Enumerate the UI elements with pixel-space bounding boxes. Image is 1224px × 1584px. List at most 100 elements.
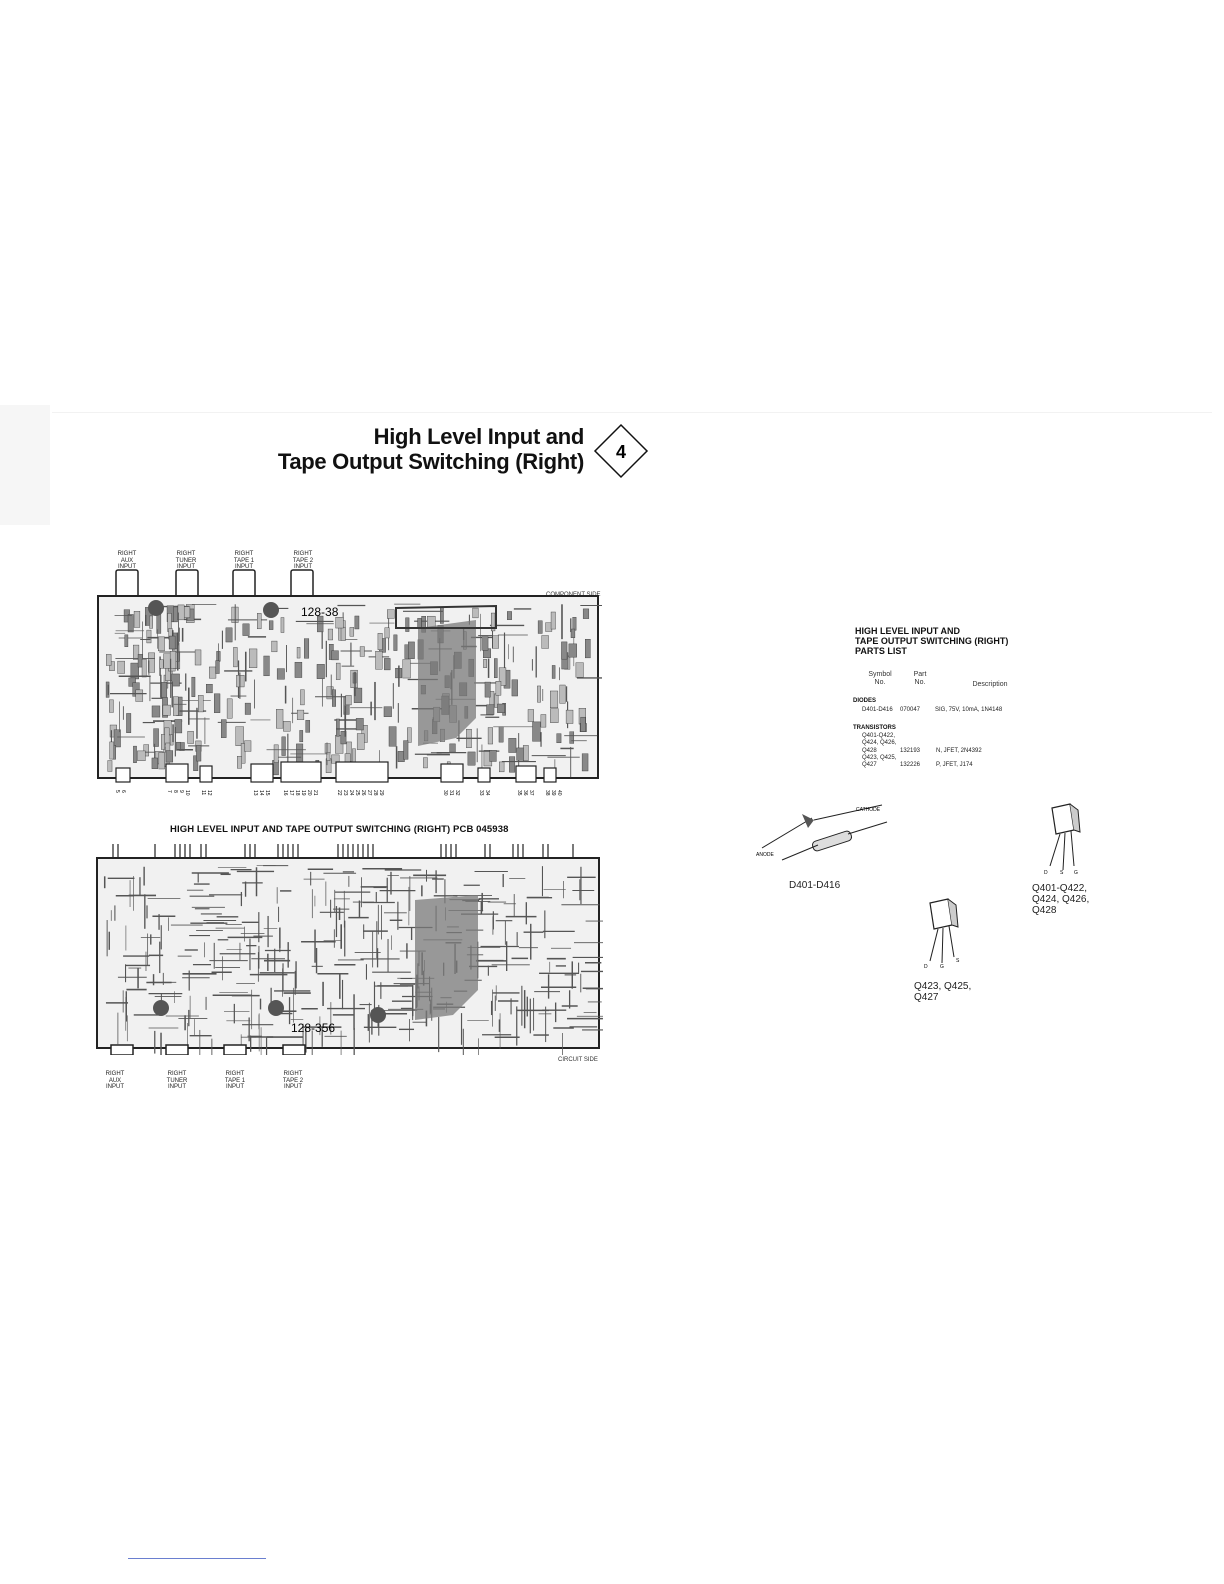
pcb-component: [174, 719, 183, 734]
pcb-component: [194, 649, 202, 666]
switch-modules: [115, 761, 557, 783]
pcb-component: [299, 730, 304, 743]
pcb-component: [449, 743, 456, 753]
pcb-component: [196, 745, 202, 762]
pcb-component: [135, 689, 144, 702]
pin-label: G: [1074, 870, 1078, 875]
pcb-component: [159, 659, 164, 669]
pin-number: 38: [544, 790, 550, 796]
p-jfet-caption: Q423, Q425, Q427: [914, 981, 972, 1003]
pcb-component: [472, 607, 479, 619]
pin-number: 33: [478, 790, 484, 796]
pcb-component: [168, 635, 176, 650]
diode-diagram: CATHODE ANODE: [756, 804, 888, 861]
pcb-component: [283, 721, 291, 732]
pcb-component: [237, 756, 242, 769]
circuit-side-pcb: 128-356: [96, 844, 603, 1055]
pcb-component: [388, 726, 397, 747]
pcb-component: [359, 646, 365, 657]
pcb-component: [345, 695, 352, 706]
pin-number: 5: [114, 790, 120, 793]
pcb-component: [133, 745, 137, 763]
pcb-component: [106, 654, 112, 666]
pcb-component: [133, 644, 140, 660]
pcb-component: [331, 754, 340, 764]
pcb-component: [407, 727, 412, 743]
pcb-component: [498, 726, 504, 743]
pcb-component: [387, 609, 395, 619]
pcb-component: [233, 647, 238, 668]
pcb-component: [516, 747, 524, 761]
circuit-side-label: CIRCUIT SIDE: [558, 1057, 598, 1063]
pcb-component: [158, 636, 165, 652]
pcb-component: [304, 638, 310, 659]
parts-group-diodes: DIODES: [853, 698, 877, 704]
pcb-component: [353, 687, 363, 703]
pin-number: 37: [528, 790, 534, 796]
pin-number: 16: [282, 790, 288, 796]
pcb-component: [107, 760, 113, 772]
pcb-component: [550, 690, 559, 709]
pcb-component: [492, 635, 499, 649]
pcb-component: [225, 627, 233, 643]
pcb-component: [281, 736, 286, 756]
pcb-component: [340, 626, 346, 641]
pcb-component: [148, 652, 155, 673]
pcb-component: [354, 615, 360, 630]
diode-caption: D401-D416: [789, 880, 841, 891]
pcb-component: [326, 752, 331, 761]
underline-mark: [128, 1558, 266, 1559]
pcb-component: [537, 685, 541, 703]
pin-number: 22: [336, 790, 342, 796]
pcb-component: [209, 666, 217, 679]
pcb-component: [117, 660, 125, 674]
pcb-component: [113, 729, 121, 748]
pin-number: 36: [522, 790, 528, 796]
pcb-component: [522, 745, 529, 761]
pcb-component: [335, 662, 341, 680]
pcb-component: [540, 714, 547, 728]
pcb-component: [377, 633, 383, 650]
pcb-component: [165, 750, 174, 763]
pcb-component: [355, 718, 364, 731]
anode-label: ANODE: [756, 852, 774, 858]
pin-number: 17: [288, 790, 294, 796]
pcb-component: [235, 726, 244, 746]
pcb-component: [244, 702, 251, 715]
pcb-component: [221, 719, 227, 738]
pin-number: 25: [354, 790, 360, 796]
pin-number: 34: [484, 790, 490, 796]
pin-number: 11: [200, 790, 206, 795]
pcb-component: [161, 682, 168, 698]
pcb-component: [109, 661, 115, 671]
pcb-component: [487, 727, 493, 745]
pcb-component: [551, 665, 556, 679]
pcb-component: [263, 655, 270, 677]
pin-number: 40: [556, 790, 562, 796]
pcb-component: [570, 628, 576, 638]
pin-number: 19: [300, 790, 306, 796]
pin-number: 20: [306, 790, 312, 796]
pcb-component: [249, 648, 258, 668]
pin-number: 7: [166, 790, 172, 793]
pcb-component: [164, 727, 170, 745]
section-badge: 4: [593, 423, 649, 479]
pin-number: 31: [448, 790, 454, 796]
p-jfet-diagram: D G S: [924, 898, 960, 970]
pin-number: 24: [348, 790, 354, 796]
pcb-component: [559, 684, 566, 704]
pcb-component: [405, 617, 410, 632]
pcb-component: [561, 641, 568, 660]
pcb-component: [163, 653, 172, 669]
pcb-component: [294, 661, 303, 678]
page-title-line2: Tape Output Switching (Right): [277, 449, 584, 474]
pin-label: D: [1044, 870, 1048, 875]
pcb-component: [550, 611, 556, 630]
parts-row: Q401-Q422,: [862, 733, 896, 739]
